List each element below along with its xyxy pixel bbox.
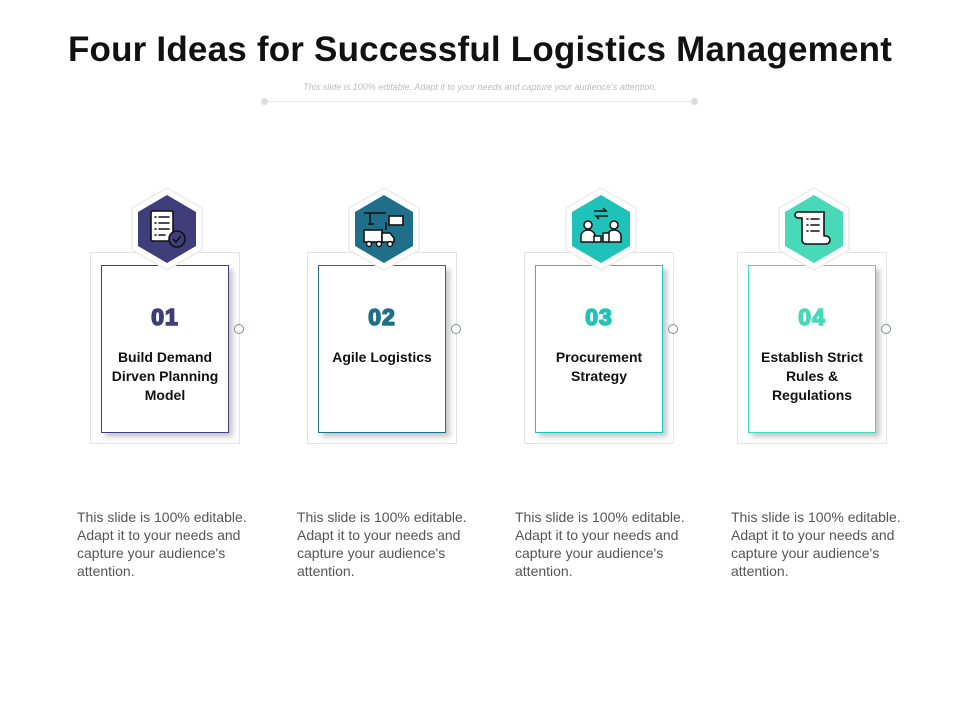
connector-dot-2 [451,324,461,334]
step-number-2: 02 [367,303,396,331]
step-label-3: Procurement Strategy [555,349,643,384]
scroll-rules-icon [778,187,850,271]
step-label-4: Establish Strict Rules & Regulations [761,349,863,403]
crane-truck-icon [348,187,420,271]
step-inner-card-4: 04 Establish Strict Rules & Regulations [748,265,876,433]
step-card-1: 01 Build Demand Dirven Planning Model [90,252,240,444]
slide-subtitle: This slide is 100% editable. Adapt it to… [303,82,657,92]
step-label-1: Build Demand Dirven Planning Model [111,349,219,403]
slide-title: Four Ideas for Successful Logistics Mana… [67,30,893,69]
step-card-4: 04 Establish Strict Rules & Regulations [737,252,887,444]
step-badge-2 [346,186,422,272]
step-number-3: 03 [584,303,613,331]
step-inner-card-1: 01 Build Demand Dirven Planning Model [101,265,229,433]
step-card-2: 02 Agile Logistics [307,252,457,444]
divider-dot-left [261,98,268,105]
step-description-4: This slide is 100% editable. Adapt it to… [731,509,901,579]
step-label-2: Agile Logistics [332,349,432,365]
connector-dot-1 [234,324,244,334]
step-badge-3 [563,186,639,272]
people-exchange-icon [565,187,637,271]
step-description-2: This slide is 100% editable. Adapt it to… [297,509,467,579]
step-number-4: 04 [797,303,826,331]
connector-dot-4 [881,324,891,334]
connector-dot-3 [668,324,678,334]
step-badge-1 [129,186,205,272]
step-description-1: This slide is 100% editable. Adapt it to… [77,509,247,579]
divider-dot-right [691,98,698,105]
step-card-3: 03 Procurement Strategy [524,252,674,444]
step-description-3: This slide is 100% editable. Adapt it to… [515,509,685,579]
checklist-icon [131,187,203,271]
step-inner-card-3: 03 Procurement Strategy [535,265,663,433]
step-number-1: 01 [150,303,179,331]
step-inner-card-2: 02 Agile Logistics [318,265,446,433]
subtitle-divider [265,101,695,102]
step-badge-4 [776,186,852,272]
